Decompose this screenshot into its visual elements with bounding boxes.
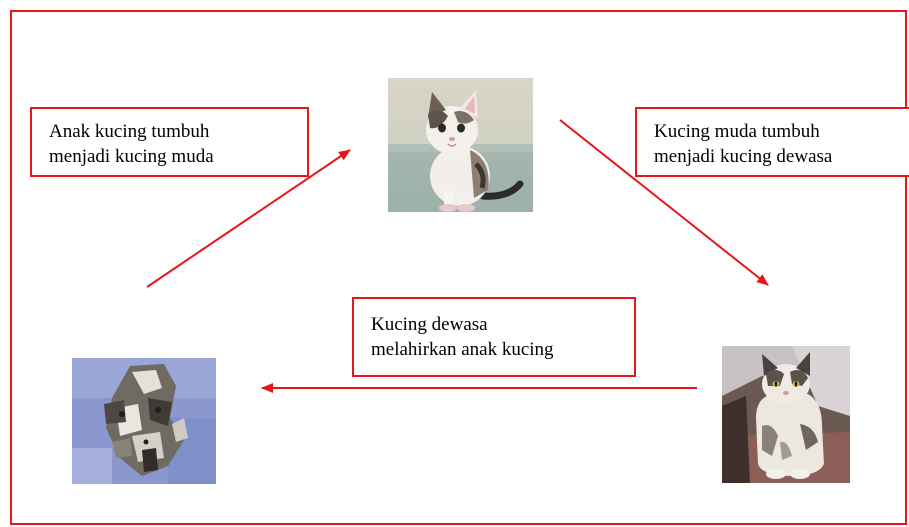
label-young-to-adult-line2: menjadi kucing dewasa <box>654 146 833 167</box>
diagram-frame <box>10 10 907 525</box>
label-kitten-to-young: Anak kucing tumbuh menjadi kucing muda <box>30 107 309 177</box>
label-adult-to-kitten-line1: Kucing dewasa <box>371 314 488 335</box>
label-adult-to-kitten: Kucing dewasa melahirkan anak kucing <box>352 297 636 377</box>
adult-cat-photo <box>722 346 850 483</box>
label-young-to-adult: Kucing muda tumbuh menjadi kucing dewasa <box>635 107 909 177</box>
baby-kittens-photo <box>72 358 216 484</box>
label-kitten-to-young-line1: Anak kucing tumbuh <box>49 121 210 142</box>
label-kitten-to-young-line2: menjadi kucing muda <box>49 146 214 167</box>
arrow-kitten-to-young <box>146 149 351 288</box>
label-adult-to-kitten-line2: melahirkan anak kucing <box>371 339 554 360</box>
arrow-young-to-adult <box>559 119 769 286</box>
young-cat-photo <box>388 78 533 212</box>
label-young-to-adult-line1: Kucing muda tumbuh <box>654 121 820 142</box>
